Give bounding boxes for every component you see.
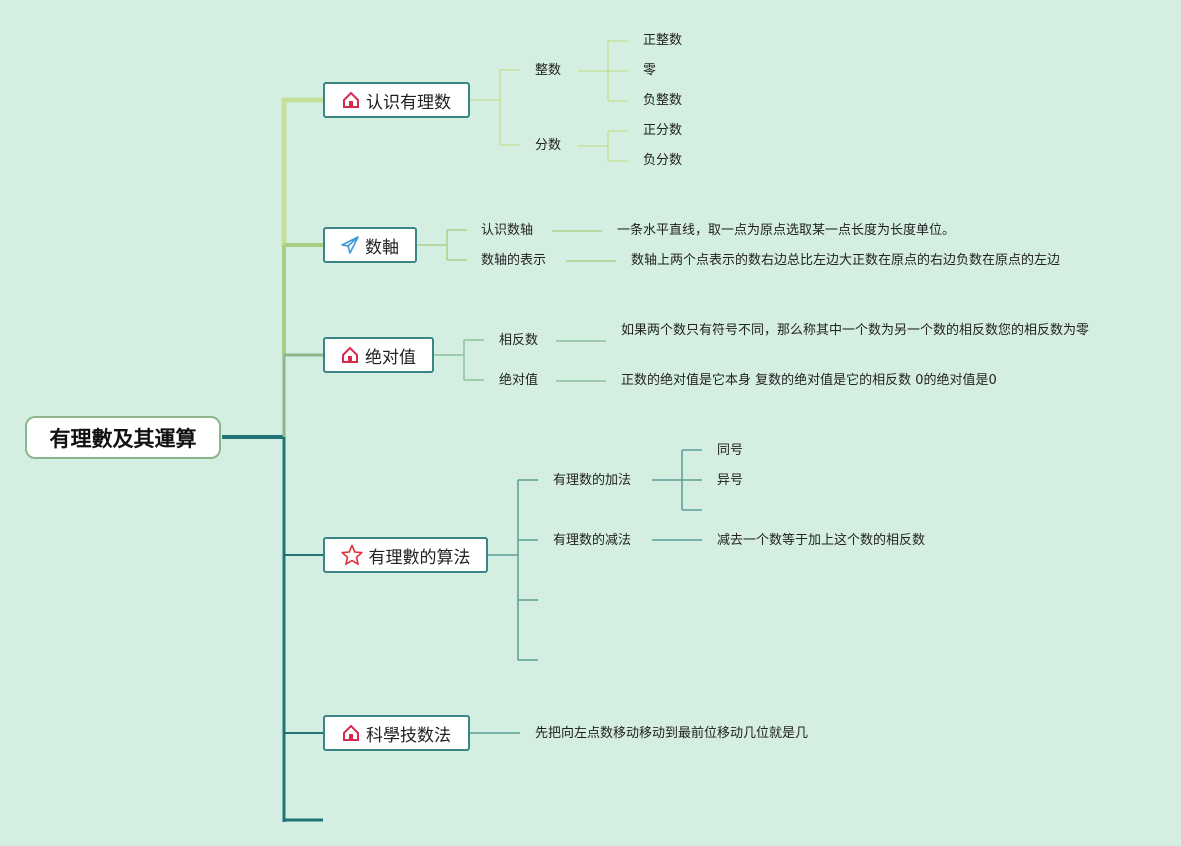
- home-icon: [343, 724, 359, 741]
- subtopic-integers[interactable]: 整数: [535, 63, 562, 78]
- home-icon: [343, 91, 359, 108]
- leaf-positive-integers[interactable]: 正整数: [643, 33, 683, 48]
- topic-label: 绝对值: [365, 347, 416, 368]
- leaf-negative-integers[interactable]: 负整数: [643, 93, 683, 108]
- note-opposite-numbers[interactable]: 如果两个数只有符号不同，那么称其中一个数为另一个数的相反数您的相反数为零: [621, 323, 1090, 338]
- topic-label: 科學技数法: [366, 725, 451, 746]
- note-recognize-axis[interactable]: 一条水平直线，取一点为原点选取某一点长度为长度单位。: [617, 223, 956, 238]
- subtopic-subtraction[interactable]: 有理数的减法: [553, 533, 632, 548]
- topic-label: 有理數的算法: [368, 547, 471, 568]
- leaf-zero[interactable]: 零: [643, 63, 657, 78]
- topic-label: 数軸: [365, 237, 399, 258]
- topic-absolute-value[interactable]: 绝对值: [323, 337, 434, 373]
- topic-operations[interactable]: 有理數的算法: [323, 537, 488, 573]
- topic-scientific-notation[interactable]: 科學技数法: [323, 715, 470, 751]
- topic-number-axis[interactable]: 数軸: [323, 227, 417, 263]
- topic-label: 认识有理数: [366, 92, 451, 113]
- leaf-same-sign[interactable]: 同号: [717, 443, 744, 458]
- note-subtraction[interactable]: 减去一个数等于加上这个数的相反数: [717, 533, 926, 548]
- paper-plane-icon: [341, 236, 359, 254]
- leaf-different-sign[interactable]: 异号: [717, 473, 744, 488]
- leaf-negative-fractions[interactable]: 负分数: [643, 153, 683, 168]
- subtopic-absolute-value[interactable]: 绝对值: [499, 373, 539, 388]
- leaf-positive-fractions[interactable]: 正分数: [643, 123, 683, 138]
- home-icon: [342, 346, 358, 363]
- subtopic-addition[interactable]: 有理数的加法: [553, 473, 632, 488]
- topic-recognize-rational-numbers[interactable]: 认识有理数: [323, 82, 470, 118]
- star-icon: [340, 544, 363, 565]
- note-absolute-value[interactable]: 正数的绝对值是它本身 复数的绝对值是它的相反数 0的绝对值是0: [621, 373, 997, 388]
- subtopic-fractions[interactable]: 分数: [535, 138, 562, 153]
- note-axis-representation[interactable]: 数轴上两个点表示的数右边总比左边大正数在原点的右边负数在原点的左边: [631, 253, 1061, 268]
- subtopic-recognize-axis[interactable]: 认识数轴: [481, 223, 534, 238]
- subtopic-axis-representation[interactable]: 数轴的表示: [481, 253, 547, 268]
- note-scientific-notation[interactable]: 先把向左点数移动移动到最前位移动几位就是几: [535, 726, 809, 741]
- root-topic[interactable]: 有理數及其運算: [25, 416, 221, 459]
- subtopic-opposite-numbers[interactable]: 相反数: [499, 333, 539, 348]
